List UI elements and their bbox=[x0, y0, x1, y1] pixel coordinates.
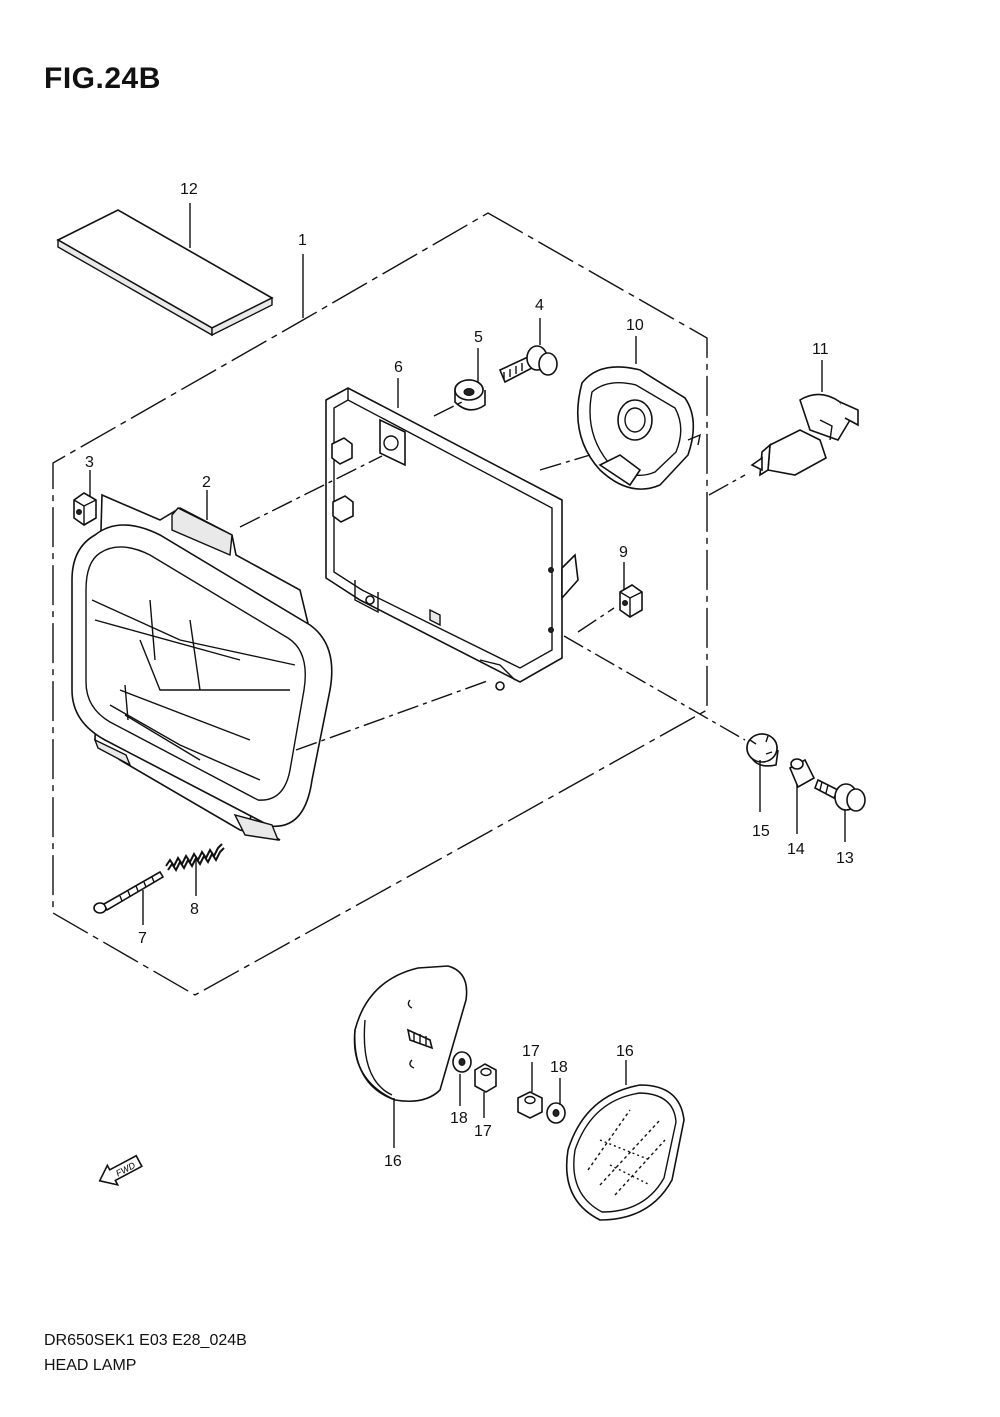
part-16-reflector-right[interactable] bbox=[565, 1084, 685, 1221]
callout-17-right: 17 bbox=[522, 1043, 540, 1060]
callout-9: 9 bbox=[619, 544, 628, 561]
callout-15: 15 bbox=[752, 823, 770, 840]
part-18-washer-left[interactable] bbox=[452, 1051, 472, 1073]
part-15-adjuster[interactable] bbox=[746, 733, 779, 767]
callout-11: 11 bbox=[812, 341, 829, 358]
fwd-arrow-icon: FWD bbox=[98, 1154, 143, 1187]
callout-10: 10 bbox=[626, 317, 644, 334]
callout-2: 2 bbox=[202, 474, 211, 491]
part-7-long-screw[interactable] bbox=[93, 870, 165, 914]
part-16-cover-left[interactable] bbox=[353, 965, 468, 1103]
callout-6: 6 bbox=[394, 359, 403, 376]
callout-3: 3 bbox=[85, 454, 94, 471]
callout-12: 12 bbox=[180, 181, 198, 198]
callout-13: 13 bbox=[836, 850, 854, 867]
part-17-nut-right[interactable] bbox=[517, 1091, 543, 1119]
callout-8: 8 bbox=[190, 901, 199, 918]
part-3-nut[interactable] bbox=[73, 492, 97, 526]
part-5-grommet[interactable] bbox=[454, 379, 486, 411]
part-6-frame[interactable] bbox=[325, 387, 579, 691]
callout-18-right: 18 bbox=[550, 1059, 568, 1076]
part-13-screw[interactable] bbox=[814, 778, 866, 812]
callout-14: 14 bbox=[787, 841, 805, 858]
diagram-code: DR650SEK1 E03 E28_024B bbox=[44, 1332, 247, 1349]
callout-16-right: 16 bbox=[616, 1043, 634, 1060]
callout-labels: 12 1 4 5 10 6 11 3 2 9 15 14 13 7 8 16 1… bbox=[85, 181, 854, 1170]
assembly-group-outline bbox=[52, 212, 708, 996]
part-11-bulb[interactable] bbox=[750, 393, 859, 477]
callout-7: 7 bbox=[138, 930, 147, 947]
diagram-name: HEAD LAMP bbox=[44, 1357, 137, 1374]
centerlines bbox=[239, 401, 746, 751]
part-10-socket-cover[interactable] bbox=[576, 366, 701, 490]
callout-18-left: 18 bbox=[450, 1110, 468, 1127]
part-12-plate[interactable] bbox=[56, 209, 274, 337]
part-9-nut[interactable] bbox=[619, 584, 643, 618]
part-17-nut-left[interactable] bbox=[474, 1063, 497, 1093]
callout-1: 1 bbox=[298, 232, 307, 249]
figure-title: FIG.24B bbox=[44, 62, 161, 95]
callout-16-left: 16 bbox=[384, 1153, 402, 1170]
callout-4: 4 bbox=[535, 297, 544, 314]
leader-lines bbox=[89, 203, 846, 1148]
part-14-spacer[interactable] bbox=[788, 758, 816, 789]
part-2-headlamp-unit[interactable] bbox=[71, 493, 333, 841]
part-8-spring[interactable] bbox=[165, 843, 225, 872]
part-4-screw[interactable] bbox=[498, 345, 558, 384]
callout-5: 5 bbox=[474, 329, 483, 346]
callout-17-left: 17 bbox=[474, 1123, 492, 1140]
part-18-washer-right[interactable] bbox=[546, 1102, 566, 1124]
